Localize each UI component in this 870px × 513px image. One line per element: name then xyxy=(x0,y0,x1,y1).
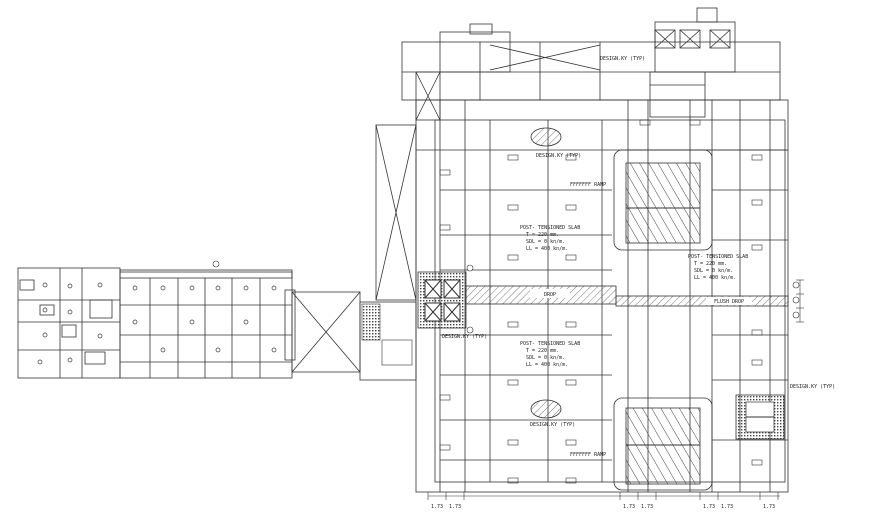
svg-text:T = 220 mm.: T = 220 mm. xyxy=(526,348,559,354)
stair-label: DESIGN.KY (TYP) xyxy=(790,384,835,390)
detail-label-1: DESIGN.KY (TYP) xyxy=(536,153,581,159)
ramp-label-lower: FFFFFFF RAMP xyxy=(570,452,606,458)
drop-label-right: FLUSH DROP xyxy=(714,299,744,305)
svg-text:1.73: 1.73 xyxy=(703,504,715,510)
svg-text:LL = 400 kn/m.: LL = 400 kn/m. xyxy=(526,246,568,252)
right-dimensions xyxy=(796,279,804,323)
svg-text:1.73: 1.73 xyxy=(721,504,733,510)
slab-note-lower: POST- TENSIONED SLAB T = 220 mm. SDL = 0… xyxy=(520,341,580,368)
core-lifts xyxy=(359,271,467,381)
svg-text:1.73: 1.73 xyxy=(763,504,775,510)
floor-grates xyxy=(530,127,562,419)
detail-label-2: DESIGN.KY (TYP) xyxy=(442,334,487,340)
svg-text:SDL = 0 kn/m.: SDL = 0 kn/m. xyxy=(526,355,565,361)
slab-note-right: POST- TENSIONED SLAB T = 220 mm. SDL = 0… xyxy=(688,254,748,281)
left-x-panel xyxy=(375,71,441,301)
grid-bubbles xyxy=(212,260,800,334)
svg-text:SDL = 0 kn/m.: SDL = 0 kn/m. xyxy=(694,268,733,274)
slab-note-upper: POST- TENSIONED SLAB T = 220 mm. SDL = 0… xyxy=(520,225,580,252)
svg-text:1.73: 1.73 xyxy=(641,504,653,510)
ramp-upper xyxy=(613,149,713,251)
svg-text:T = 220 mm.: T = 220 mm. xyxy=(526,232,559,238)
svg-text:1.73: 1.73 xyxy=(623,504,635,510)
svg-text:LL = 400 kn/m.: LL = 400 kn/m. xyxy=(526,362,568,368)
svg-text:LL = 400 kn/m.: LL = 400 kn/m. xyxy=(694,275,736,281)
bottom-dimensions xyxy=(427,492,780,500)
bridge-link xyxy=(291,291,361,373)
svg-text:POST- TENSIONED SLAB: POST- TENSIONED SLAB xyxy=(688,254,748,260)
drop-label-left: DROP xyxy=(544,292,556,298)
svg-text:POST- TENSIONED SLAB: POST- TENSIONED SLAB xyxy=(520,225,580,231)
drop-band: DROP FLUSH DROP xyxy=(465,285,789,307)
svg-text:1.73: 1.73 xyxy=(431,504,443,510)
detail-label-4: DESIGN.KY (TYP) xyxy=(600,56,645,62)
svg-text:T = 220 mm.: T = 220 mm. xyxy=(694,261,727,267)
left-wing xyxy=(17,267,296,379)
svg-text:POST- TENSIONED SLAB: POST- TENSIONED SLAB xyxy=(520,341,580,347)
ramp-lower xyxy=(613,397,713,491)
ramp-label-upper: FFFFFFF RAMP xyxy=(570,182,606,188)
left-wing-columns xyxy=(37,282,277,365)
bottom-dimension-labels: 1.73 1.73 1.73 1.73 1.73 1.73 1.73 xyxy=(431,504,775,510)
top-service-strip xyxy=(401,7,781,118)
svg-text:1.73: 1.73 xyxy=(449,504,461,510)
svg-text:SDL = 0 kn/m.: SDL = 0 kn/m. xyxy=(526,239,565,245)
column-tags xyxy=(439,119,763,484)
stair-right: DESIGN.KY (TYP) xyxy=(735,384,835,440)
detail-label-3: DESIGN.KY (TYP) xyxy=(530,422,575,428)
